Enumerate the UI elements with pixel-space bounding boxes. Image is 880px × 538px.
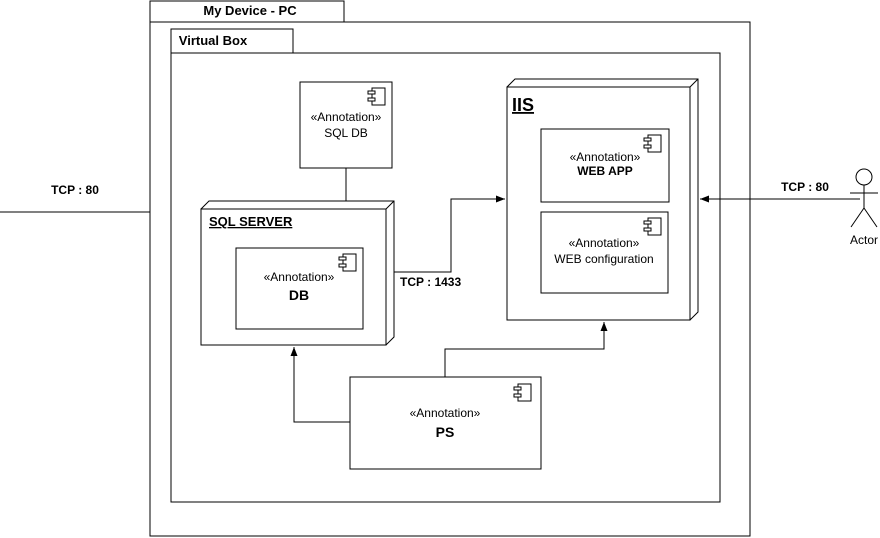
iis-title: IIS bbox=[512, 95, 534, 115]
actor-label: Actor bbox=[850, 233, 878, 247]
component-icon bbox=[643, 217, 662, 236]
ps-to-sqlserver-connector bbox=[290, 347, 350, 423]
actor-tcp-label: TCP : 80 bbox=[781, 180, 829, 194]
webconfig-name: WEB configuration bbox=[554, 252, 653, 266]
ps-name: PS bbox=[436, 424, 455, 440]
component-icon bbox=[338, 253, 357, 272]
sqldb-name: SQL DB bbox=[324, 126, 368, 140]
ps-stereotype: «Annotation» bbox=[410, 406, 481, 420]
webapp-name: WEB APP bbox=[577, 164, 633, 178]
db-name: DB bbox=[289, 287, 309, 303]
sqldb-stereotype: «Annotation» bbox=[311, 110, 382, 124]
ps-to-iis-connector bbox=[444, 322, 608, 377]
webapp-component[interactable]: «Annotation» WEB APP bbox=[540, 128, 670, 203]
component-icon bbox=[643, 134, 662, 153]
component-icon bbox=[513, 383, 532, 402]
left-tcp-label: TCP : 80 bbox=[51, 183, 99, 197]
webconfig-stereotype: «Annotation» bbox=[569, 236, 640, 250]
sqldb-component[interactable]: «Annotation» SQL DB bbox=[299, 81, 393, 169]
db-component[interactable]: «Annotation» DB bbox=[235, 247, 364, 330]
device-title: My Device - PC bbox=[203, 3, 297, 18]
actor-figure[interactable]: Actor bbox=[850, 168, 878, 247]
db-stereotype: «Annotation» bbox=[264, 270, 335, 284]
sqlserver-to-iis-connector bbox=[394, 195, 505, 273]
component-icon bbox=[367, 87, 386, 106]
ps-component[interactable]: «Annotation» PS bbox=[349, 376, 542, 470]
virtualbox-title: Virtual Box bbox=[179, 33, 248, 48]
webapp-stereotype: «Annotation» bbox=[570, 150, 641, 164]
webconfig-component[interactable]: «Annotation» WEB configuration bbox=[540, 211, 669, 294]
sqlserver-title: SQL SERVER bbox=[209, 214, 293, 229]
sql-tcp-label: TCP : 1433 bbox=[400, 275, 461, 289]
